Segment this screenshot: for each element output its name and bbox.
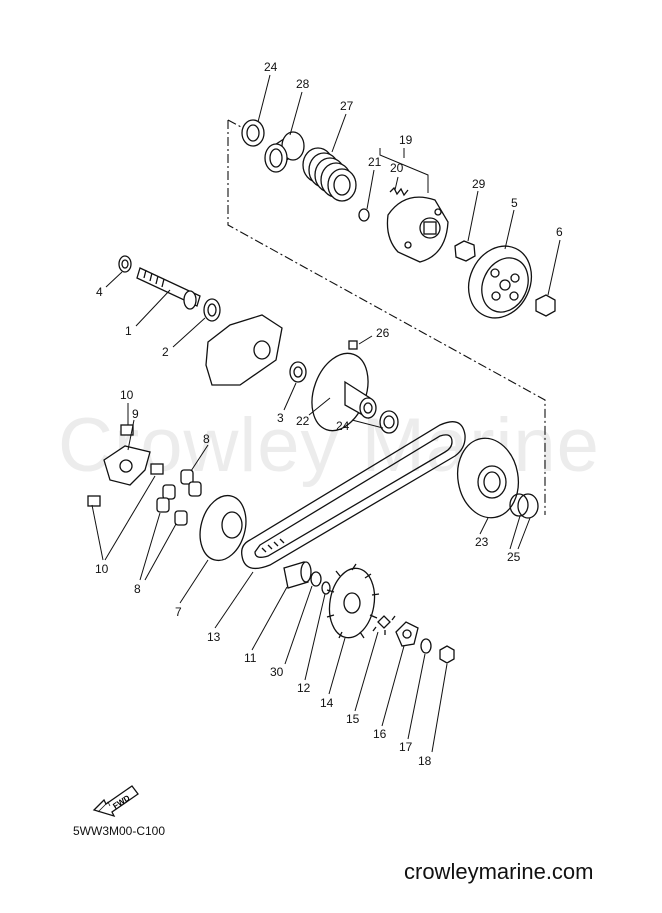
part-14-fixed-sheave bbox=[326, 563, 380, 639]
part-6-nut bbox=[535, 294, 556, 317]
callout-19: 19 bbox=[399, 133, 413, 147]
part-4-bearing bbox=[118, 255, 132, 273]
callout-23: 23 bbox=[475, 535, 489, 549]
callout-5: 5 bbox=[511, 196, 518, 210]
callout-10-top: 10 bbox=[120, 388, 134, 402]
callout-9: 9 bbox=[132, 407, 139, 421]
part-18-nut bbox=[439, 645, 455, 664]
part-30-washer bbox=[310, 571, 322, 587]
part-3-washer bbox=[289, 361, 307, 383]
part-10-sliders bbox=[87, 424, 164, 507]
part-17-washer bbox=[420, 638, 432, 654]
part-29-nut-hex bbox=[454, 240, 476, 262]
callout-8-top: 8 bbox=[203, 432, 210, 446]
part-9-cam bbox=[103, 445, 151, 486]
callout-13: 13 bbox=[207, 630, 221, 644]
callout-3: 3 bbox=[277, 411, 284, 425]
callout-21: 21 bbox=[368, 155, 382, 169]
part-12-washer bbox=[321, 581, 331, 595]
callout-24-lower: 24 bbox=[336, 419, 350, 433]
callout-4: 4 bbox=[96, 285, 103, 299]
part-24-collar-upper bbox=[241, 119, 265, 147]
callout-1: 1 bbox=[125, 324, 132, 338]
callout-20: 20 bbox=[390, 161, 404, 175]
part-24-collar-lower bbox=[379, 410, 399, 434]
callout-6: 6 bbox=[556, 225, 563, 239]
assembly-boundary bbox=[227, 119, 546, 515]
part-19-clutch-carrier bbox=[386, 196, 449, 263]
part-25-o-rings bbox=[509, 493, 539, 519]
part-21-clip bbox=[358, 208, 370, 222]
callout-28: 28 bbox=[296, 77, 310, 91]
part-7-primary-sheave bbox=[199, 494, 247, 562]
callout-25: 25 bbox=[507, 550, 521, 564]
callout-24: 24 bbox=[264, 60, 278, 74]
part-1-shaft bbox=[136, 267, 201, 310]
callout-17: 17 bbox=[399, 740, 413, 754]
callout-26: 26 bbox=[376, 326, 390, 340]
part-28-sleeve bbox=[264, 131, 305, 173]
part-2-bearing bbox=[203, 298, 221, 322]
part-20-shoe-spring bbox=[389, 186, 409, 197]
callout-14: 14 bbox=[320, 696, 334, 710]
callout-18: 18 bbox=[418, 754, 432, 768]
callout-30: 30 bbox=[270, 665, 284, 679]
callout-22: 22 bbox=[296, 414, 310, 428]
callout-27: 27 bbox=[340, 99, 354, 113]
callout-labels: 24 28 27 19 21 20 29 5 6 4 1 2 26 3 22 2… bbox=[95, 60, 563, 768]
site-footer: crowleymarine.com bbox=[404, 859, 594, 884]
part-13-v-belt bbox=[241, 421, 466, 570]
callout-16: 16 bbox=[373, 727, 387, 741]
figure-code: 5WW3M00-C100 bbox=[73, 824, 166, 838]
transmission-case bbox=[205, 314, 283, 386]
part-11-collar bbox=[283, 561, 312, 589]
callout-8-bottom: 8 bbox=[134, 582, 141, 596]
leader-lines bbox=[91, 74, 561, 753]
callout-7: 7 bbox=[175, 605, 182, 619]
callout-15: 15 bbox=[346, 712, 360, 726]
part-22-secondary-sheave bbox=[311, 352, 377, 432]
part-5-clutch-housing bbox=[467, 245, 533, 319]
part-23-sliding-sheave bbox=[457, 437, 519, 519]
part-15-starter-claw bbox=[372, 615, 396, 635]
part-16-claw-base bbox=[395, 621, 419, 647]
part-27-spring bbox=[302, 147, 357, 202]
callout-11: 11 bbox=[244, 651, 257, 665]
callout-12: 12 bbox=[297, 681, 311, 695]
fwd-arrow-icon: FWD bbox=[92, 785, 139, 818]
part-26-pin bbox=[348, 340, 358, 350]
callout-10-bottom: 10 bbox=[95, 562, 109, 576]
part-8-weights bbox=[156, 469, 202, 526]
callout-29: 29 bbox=[472, 177, 486, 191]
callout-2: 2 bbox=[162, 345, 169, 359]
